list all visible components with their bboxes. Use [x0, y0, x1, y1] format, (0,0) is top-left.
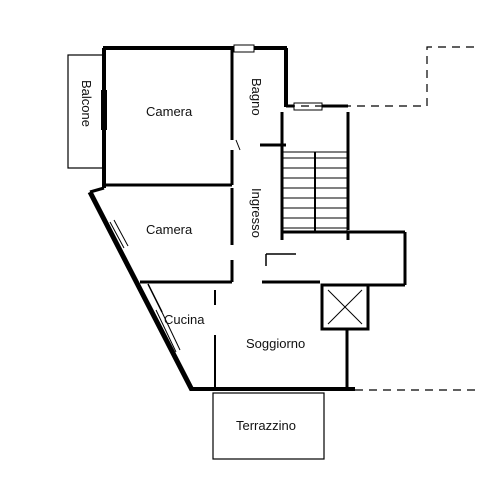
label-soggiorno: Soggiorno: [246, 336, 305, 351]
label-ingresso: Ingresso: [249, 188, 264, 238]
balcony-door: [101, 90, 107, 130]
label-bagno: Bagno: [249, 78, 264, 116]
diagonal-windows: [109, 219, 181, 353]
terrazzino-outline: [212, 392, 325, 460]
window-top: [233, 44, 255, 53]
label-camera-2: Camera: [146, 222, 193, 237]
interior-walls: [104, 48, 320, 389]
elevator-shaft: [320, 283, 370, 331]
staircase: [280, 112, 350, 240]
dashed-boundary: [287, 46, 478, 391]
label-camera-1: Camera: [146, 104, 193, 119]
label-terrazzino: Terrazzino: [236, 418, 296, 433]
landing: [282, 230, 407, 287]
outer-walls: [87, 46, 355, 392]
label-balcone: Balcone: [79, 80, 94, 127]
label-cucina: Cucina: [164, 312, 205, 327]
